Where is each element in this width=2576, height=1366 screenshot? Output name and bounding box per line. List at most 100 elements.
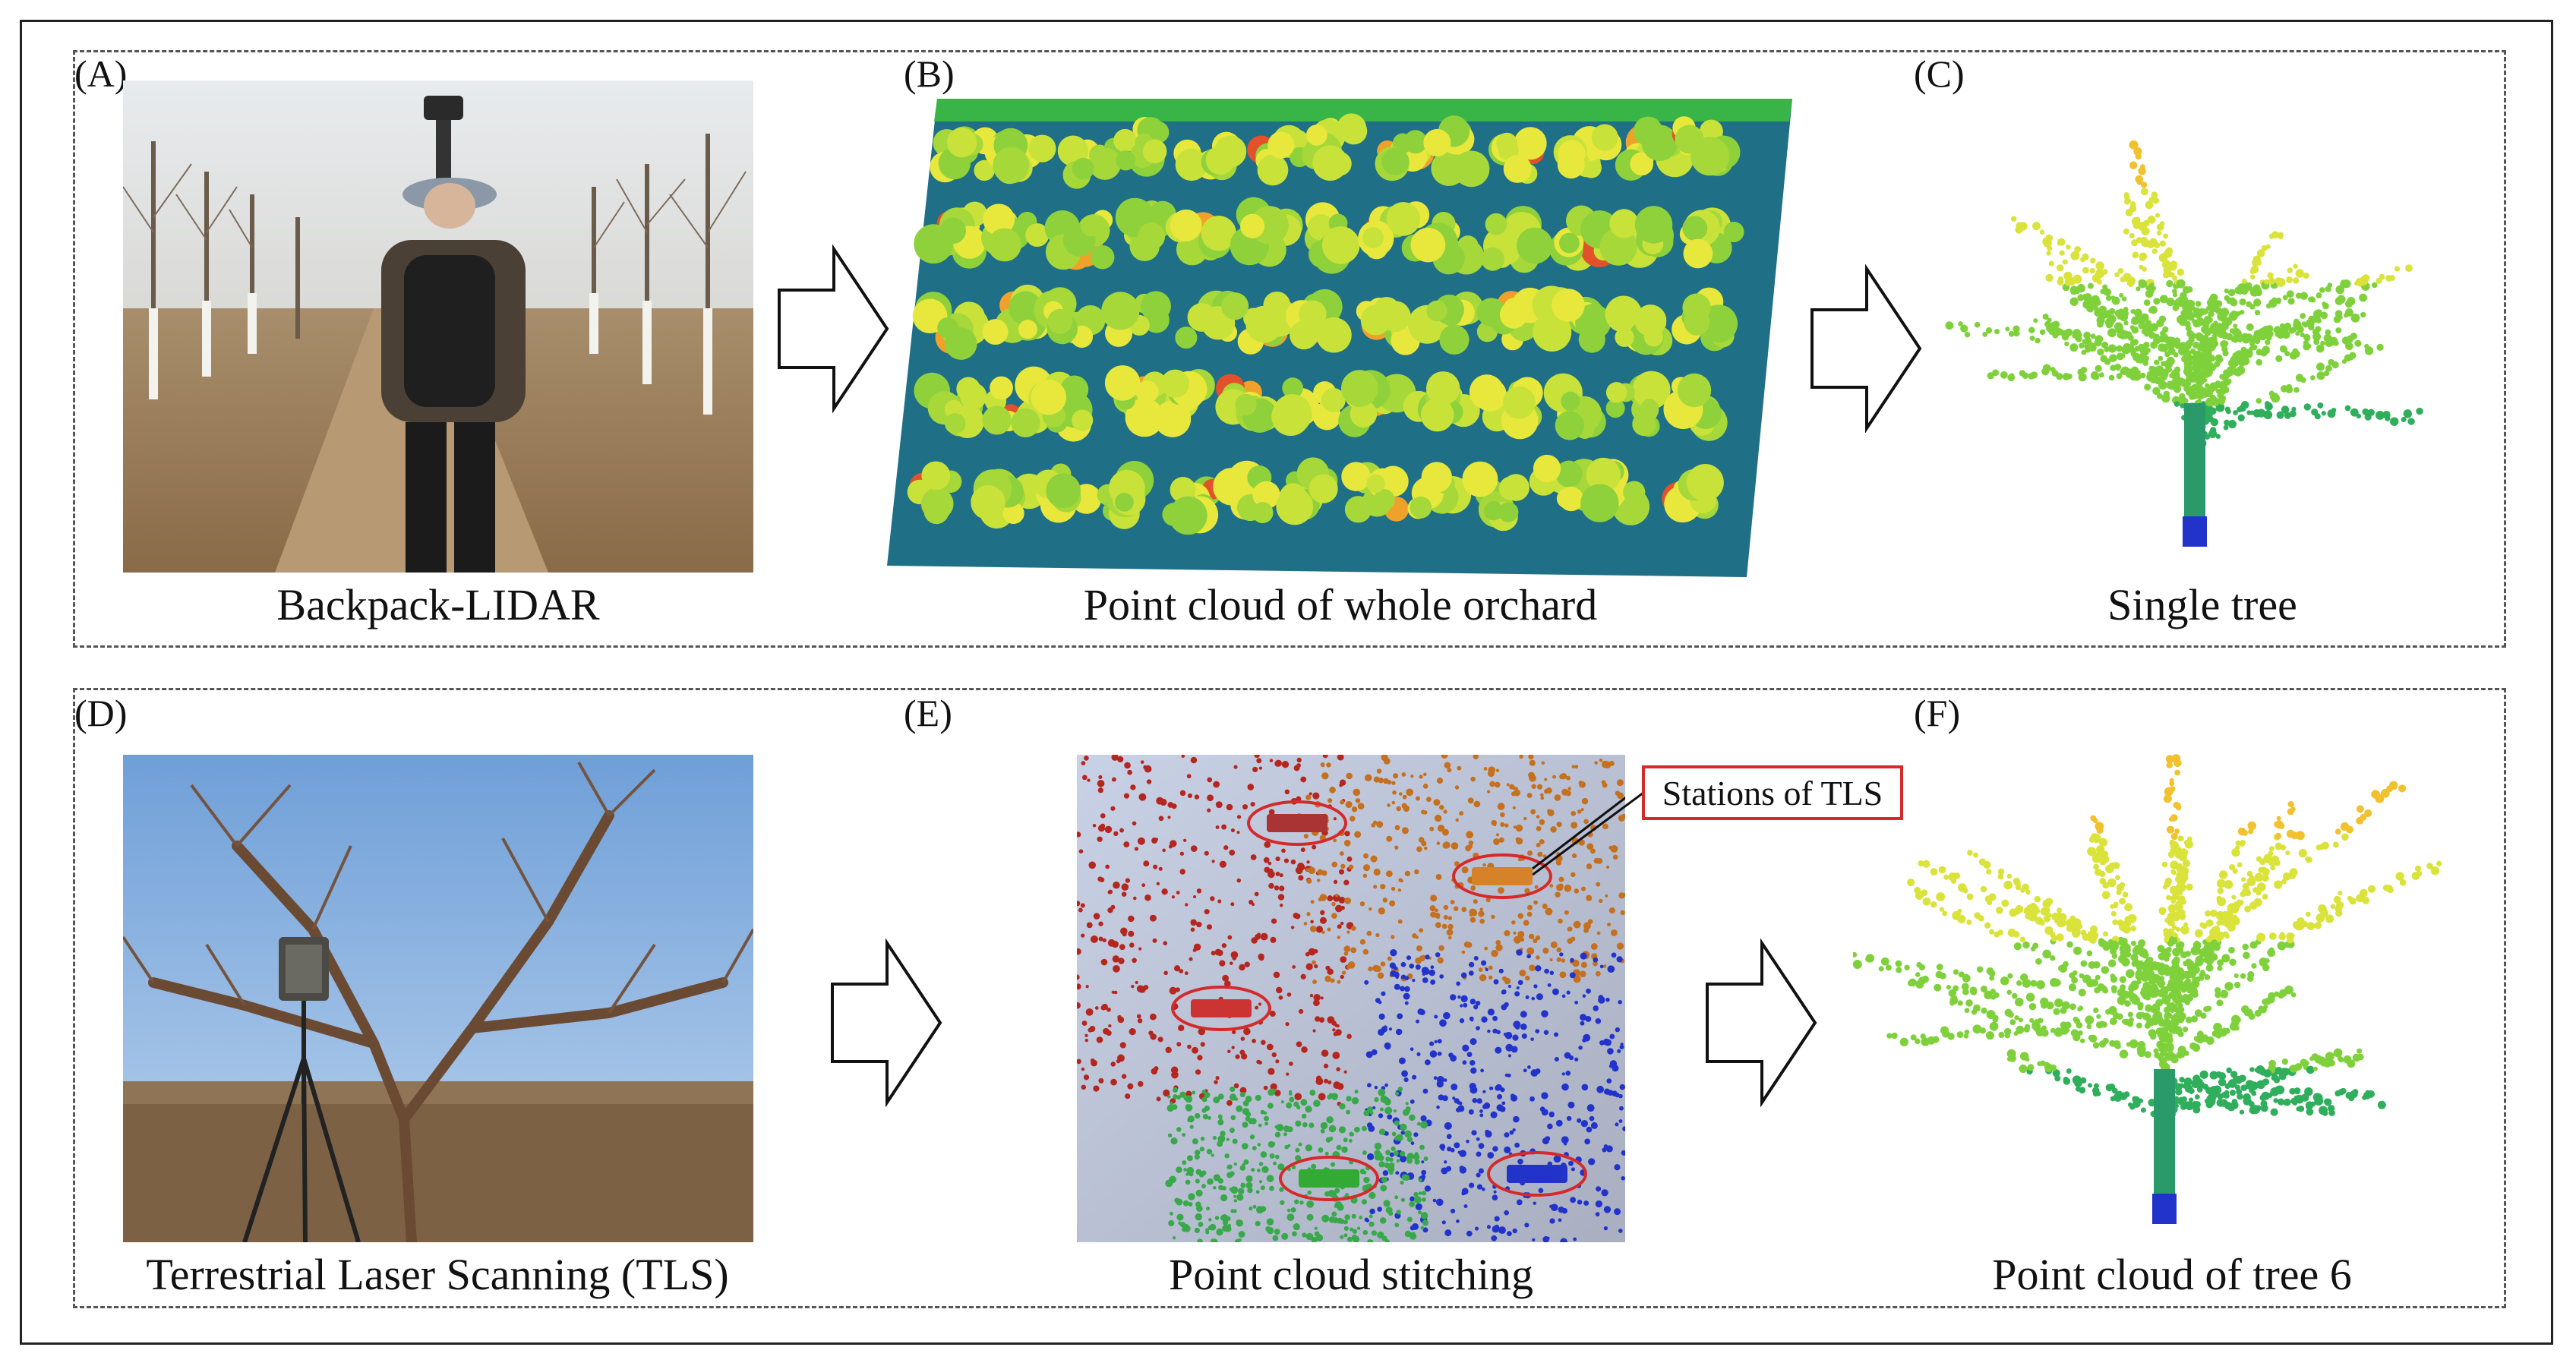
point — [1490, 1111, 1498, 1118]
point — [1327, 895, 1334, 902]
point — [1226, 1137, 1230, 1141]
point — [1278, 995, 1283, 1000]
point — [1264, 866, 1271, 873]
point — [2173, 1024, 2180, 1031]
point — [1936, 892, 1946, 901]
point — [1558, 918, 1563, 924]
point — [1364, 1217, 1369, 1222]
point — [1220, 1194, 1228, 1202]
point — [1930, 901, 1937, 908]
point — [2308, 324, 2315, 331]
point — [1433, 799, 1441, 806]
point — [1226, 803, 1233, 811]
point — [2300, 332, 2305, 338]
point — [1146, 779, 1152, 784]
point — [2176, 279, 2186, 289]
point — [1151, 838, 1158, 844]
point — [2169, 1006, 2176, 1013]
point — [1192, 895, 1197, 899]
point — [1298, 875, 1304, 881]
point — [2036, 980, 2045, 989]
point — [1476, 1026, 1480, 1031]
point — [2158, 1046, 2164, 1052]
point — [2177, 268, 2185, 276]
caption-b: Point cloud of whole orchard — [1083, 580, 1598, 629]
point — [2327, 282, 2333, 288]
point — [1252, 1146, 1257, 1150]
point — [2338, 1056, 2344, 1063]
point — [2130, 366, 2139, 375]
point — [1495, 944, 1503, 951]
point — [2086, 306, 2092, 312]
point — [2085, 1015, 2095, 1025]
point — [1273, 1161, 1277, 1166]
point — [2231, 847, 2240, 857]
point — [1460, 972, 1467, 979]
point — [2261, 244, 2268, 251]
point — [1151, 1068, 1158, 1075]
point — [1222, 974, 1230, 982]
point — [1136, 985, 1144, 992]
point — [1491, 819, 1497, 826]
point — [2096, 1014, 2101, 1019]
point — [1292, 965, 1296, 969]
point — [1337, 924, 1342, 929]
point — [2186, 301, 2195, 309]
caption-c: Single tree — [2107, 580, 2297, 629]
point — [2039, 329, 2046, 336]
point — [1424, 846, 1428, 850]
point — [1340, 956, 1347, 963]
point — [2179, 1077, 2185, 1083]
point — [1168, 1219, 1175, 1226]
point — [1573, 1237, 1577, 1241]
point — [1996, 907, 2003, 914]
point — [1156, 797, 1164, 805]
point — [2070, 1029, 2079, 1037]
point — [1443, 809, 1447, 814]
point — [1268, 809, 1275, 815]
point — [2144, 331, 2149, 337]
canopy-blob — [1410, 496, 1432, 519]
point — [1513, 825, 1517, 829]
point — [2217, 888, 2224, 894]
point — [1441, 923, 1447, 929]
point — [2108, 939, 2114, 945]
point — [1403, 992, 1410, 1000]
point — [1239, 1049, 1245, 1055]
point — [1989, 929, 1995, 935]
point — [1948, 872, 1958, 882]
point — [1920, 1033, 1926, 1039]
point — [2251, 901, 2257, 907]
point — [1585, 1015, 1592, 1022]
point — [1603, 1206, 1612, 1213]
point — [1396, 1159, 1400, 1163]
point — [1438, 805, 1444, 810]
point — [1128, 930, 1135, 937]
point — [1088, 861, 1097, 869]
point — [1298, 1142, 1302, 1147]
point — [2256, 1105, 2262, 1111]
point — [1561, 1072, 1565, 1076]
point — [1077, 1002, 1081, 1009]
point — [1586, 863, 1593, 869]
point — [1279, 1187, 1284, 1192]
point — [2168, 348, 2176, 355]
point — [1985, 327, 1993, 334]
point — [1577, 1118, 1582, 1123]
point — [1275, 872, 1280, 876]
point — [1238, 1231, 1245, 1238]
point — [1319, 916, 1327, 924]
point — [1524, 1222, 1530, 1228]
point — [2173, 377, 2180, 384]
point — [1564, 884, 1572, 892]
point — [1390, 949, 1397, 957]
point — [1318, 1093, 1326, 1101]
point — [1127, 769, 1132, 775]
point — [2256, 1065, 2265, 1074]
point — [2129, 140, 2139, 150]
point — [1354, 1090, 1359, 1094]
point — [1414, 1159, 1420, 1165]
point — [1298, 1008, 1304, 1014]
point — [2009, 908, 2018, 917]
point — [1400, 974, 1406, 980]
